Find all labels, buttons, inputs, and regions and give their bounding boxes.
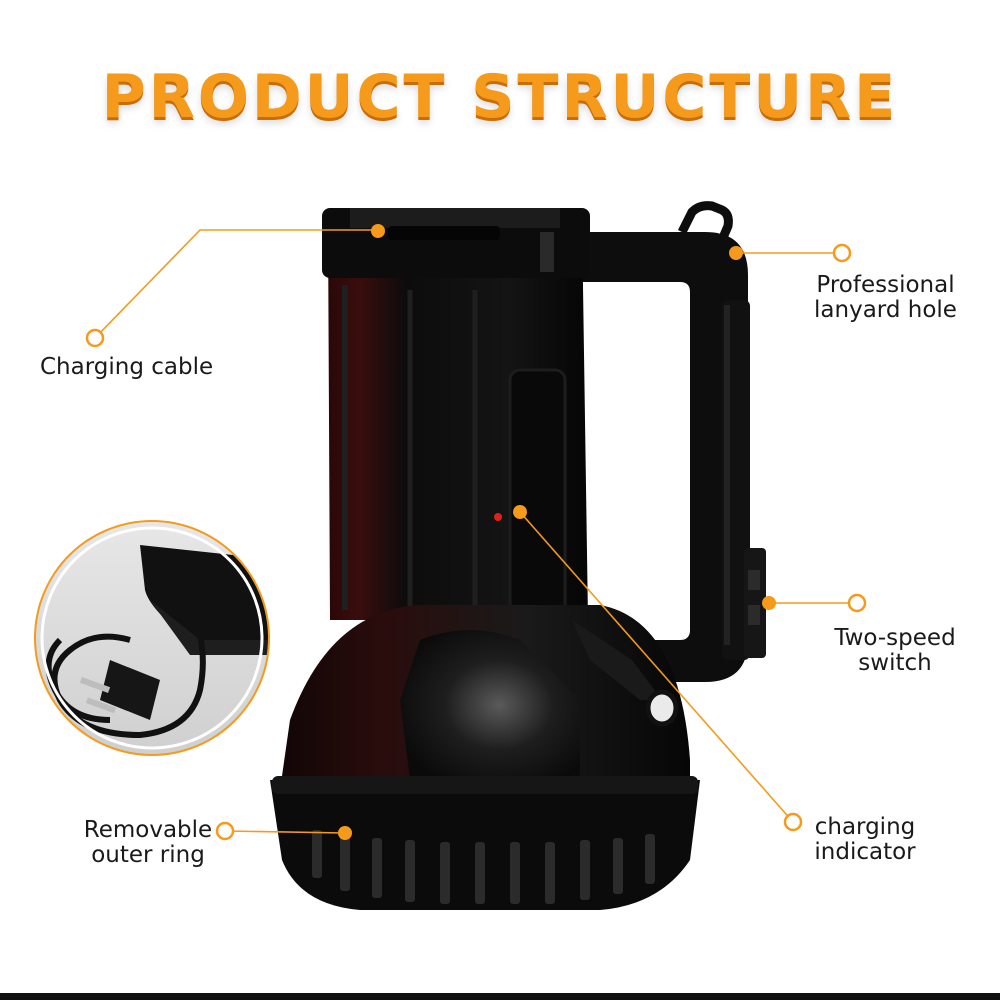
label-line: Two-speed: [834, 625, 956, 651]
label-lanyard-hole: Professional lanyard hole: [808, 273, 963, 323]
handle: [560, 201, 766, 682]
label-line: outer ring: [91, 842, 205, 868]
page-title: PRODUCT STRUCTURE: [101, 62, 899, 132]
indicator-led: [494, 513, 502, 521]
label-removable-ring: Removable outer ring: [78, 818, 218, 868]
label-line: indicator: [814, 839, 916, 865]
label-line: charging: [814, 814, 916, 840]
label-charging-cable: Charging cable: [40, 354, 214, 380]
callout-dots: [338, 224, 776, 840]
label-charging-indicator: charging indicator: [800, 815, 930, 865]
label-line: switch: [858, 650, 932, 676]
callout-rings: [85, 243, 867, 841]
charging-cable-inset: [34, 520, 270, 756]
label-two-speed-switch: Two-speed switch: [825, 626, 965, 676]
flashlight-body: [322, 208, 590, 632]
flashlight-base: [270, 605, 700, 910]
label-line: Removable: [83, 817, 213, 843]
callout-lines: [94, 229, 857, 834]
label-line: lanyard hole: [814, 297, 957, 323]
bottom-bar: [0, 993, 1000, 1000]
label-line: Professional: [816, 272, 955, 298]
